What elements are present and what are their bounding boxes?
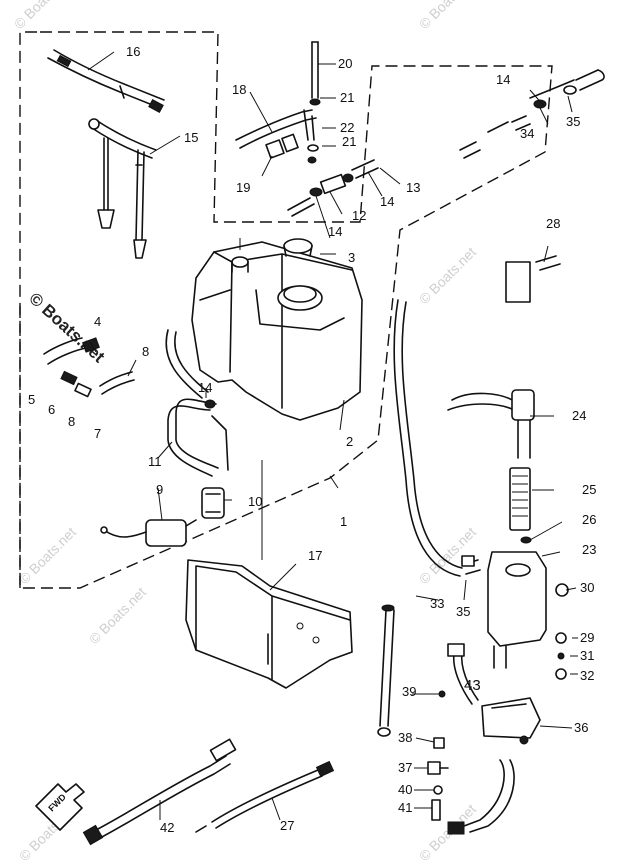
callout-4: 4: [94, 314, 101, 329]
oil-pipe-24-25: [447, 255, 561, 531]
callout-37: 37: [398, 760, 412, 775]
fitting-group-18-22: [235, 41, 321, 164]
callout-30: 30: [580, 580, 594, 595]
callout-19: 19: [236, 180, 250, 195]
callout-12: 12: [352, 208, 366, 223]
callout-24: 24: [572, 408, 586, 423]
callout-8a: 8: [68, 414, 75, 429]
callout-40: 40: [398, 782, 412, 797]
callout-23: 23: [582, 542, 596, 557]
leader-lines: [87, 51, 578, 821]
hose-33: [393, 299, 481, 577]
fuel-hose-assembly-16-15: [47, 49, 165, 259]
callouts: 1 2 3 4 5 6 7 8 8 9 10 11 12 13 14 14 14…: [28, 44, 596, 835]
callout-38: 38: [398, 730, 412, 745]
callout-32: 32: [580, 668, 594, 683]
callout-43: 43: [464, 677, 481, 694]
callout-21a: 21: [340, 90, 354, 105]
callout-34: 34: [520, 126, 534, 141]
callout-7: 7: [94, 426, 101, 441]
watermark: © Boats.net: [11, 0, 74, 32]
callout-14c: 14: [198, 380, 212, 395]
callout-11: 11: [148, 454, 162, 469]
callout-15: 15: [184, 130, 198, 145]
fuel-line-11: [165, 329, 229, 477]
fittings-37-41: [427, 690, 449, 821]
callout-42: 42: [160, 820, 174, 835]
battery-tray-17: [185, 559, 353, 689]
callout-28: 28: [546, 216, 560, 231]
callout-35a: 35: [566, 114, 580, 129]
fuel-pump-10: [201, 487, 225, 519]
callout-14d: 14: [496, 72, 510, 87]
callout-10: 10: [248, 494, 262, 509]
callout-21b: 21: [342, 134, 356, 149]
callout-26: 26: [582, 512, 596, 527]
watermark: © Boats.net: [86, 584, 149, 647]
callout-36: 36: [574, 720, 588, 735]
cable-27: [195, 760, 335, 833]
fwd-arrow: FWD: [35, 783, 85, 831]
callout-25: 25: [582, 482, 596, 497]
callout-1: 1: [340, 514, 347, 529]
callout-13: 13: [406, 180, 420, 195]
callout-18: 18: [232, 82, 246, 97]
callout-31: 31: [580, 648, 594, 663]
callout-20: 20: [338, 56, 352, 71]
callout-3: 3: [348, 250, 355, 265]
callout-33: 33: [430, 596, 444, 611]
callout-6: 6: [48, 402, 55, 417]
watermark: © Boats.net: [416, 244, 479, 307]
callout-5: 5: [28, 392, 35, 407]
callout-9: 9: [156, 482, 163, 497]
group-borders: [19, 31, 553, 589]
callout-35b: 35: [456, 604, 470, 619]
vent-pipe-38: [377, 604, 395, 737]
callout-8b: 8: [142, 344, 149, 359]
hose-34-35: [511, 69, 605, 131]
callout-29: 29: [580, 630, 594, 645]
watermark: © Boats.net: [416, 0, 479, 32]
bolts-29-32: [555, 583, 569, 680]
sender-9: [100, 519, 197, 547]
callout-41: 41: [398, 800, 412, 815]
fuel-tank-2: [191, 238, 363, 421]
callout-2: 2: [346, 434, 353, 449]
oil-pump-36: [447, 643, 541, 835]
left-fittings-5-8: [43, 337, 135, 398]
callout-22: 22: [340, 120, 354, 135]
callout-17: 17: [308, 548, 322, 563]
callout-27: 27: [280, 818, 294, 833]
watermark: © Boats.net: [16, 524, 79, 587]
joint-12-13-14: [287, 121, 509, 217]
oil-tank-23: [487, 536, 547, 669]
callout-16: 16: [126, 44, 140, 59]
callout-39: 39: [402, 684, 416, 699]
callout-14a: 14: [380, 194, 394, 209]
callout-14b: 14: [328, 224, 342, 239]
